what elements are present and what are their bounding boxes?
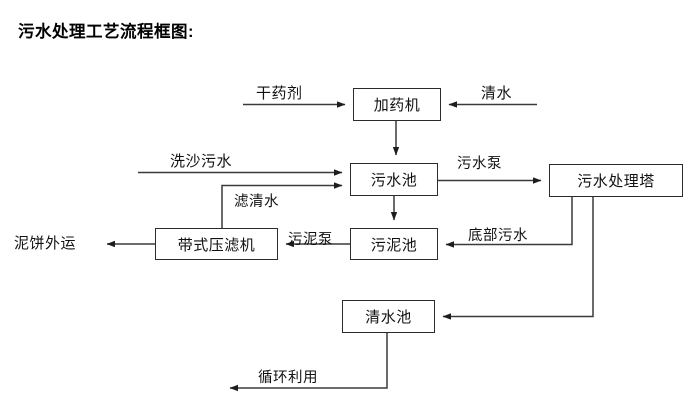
edge-label-filtered-clear-water: 滤清水 bbox=[234, 194, 279, 210]
node-treatment-tower-label: 污水处理塔 bbox=[577, 173, 655, 190]
edge-clear-water-pool-recycle-reuse bbox=[229, 333, 388, 392]
terminal-clean-water: 清水 bbox=[481, 85, 513, 102]
node-wastewater-pool-label: 污水池 bbox=[370, 172, 418, 189]
terminal-sand-wash-wastewater: 洗沙污水 bbox=[170, 153, 233, 170]
edge-label-sludge-pump: 污泥泵 bbox=[288, 232, 333, 248]
edge-label-recycle-reuse: 循环利用 bbox=[258, 370, 318, 386]
node-treatment-tower[interactable]: 污水处理塔 bbox=[549, 164, 683, 197]
edge-label-wastewater-pump: 污水泵 bbox=[457, 156, 502, 172]
node-clear-water-pool-label: 清水池 bbox=[365, 309, 412, 326]
edge-treatment-tower-to-clear-water-pool bbox=[442, 197, 594, 320]
node-belt-filter-press-label: 带式压滤机 bbox=[177, 236, 256, 254]
node-clear-water-pool[interactable]: 清水池 bbox=[342, 300, 435, 333]
node-sludge-pool-label: 污泥池 bbox=[370, 236, 418, 254]
edge-filtered-clear-water-to-wastewater-pool bbox=[221, 182, 343, 228]
node-sludge-pool[interactable]: 污泥池 bbox=[350, 228, 438, 260]
edge-label-bottom-wastewater: 底部污水 bbox=[468, 228, 528, 244]
edge-bottom-wastewater-to-sludge-pool bbox=[445, 197, 573, 248]
page-title: 污水处理工艺流程框图: bbox=[18, 23, 194, 41]
terminal-dry-chemical: 干药剂 bbox=[256, 85, 303, 102]
node-dosing-machine[interactable]: 加药机 bbox=[353, 88, 441, 121]
node-wastewater-pool[interactable]: 污水池 bbox=[350, 163, 438, 196]
terminal-mud-cake-transport: 泥饼外运 bbox=[14, 235, 77, 252]
node-dosing-machine-label: 加药机 bbox=[373, 97, 421, 114]
node-belt-filter-press[interactable]: 带式压滤机 bbox=[155, 228, 278, 260]
